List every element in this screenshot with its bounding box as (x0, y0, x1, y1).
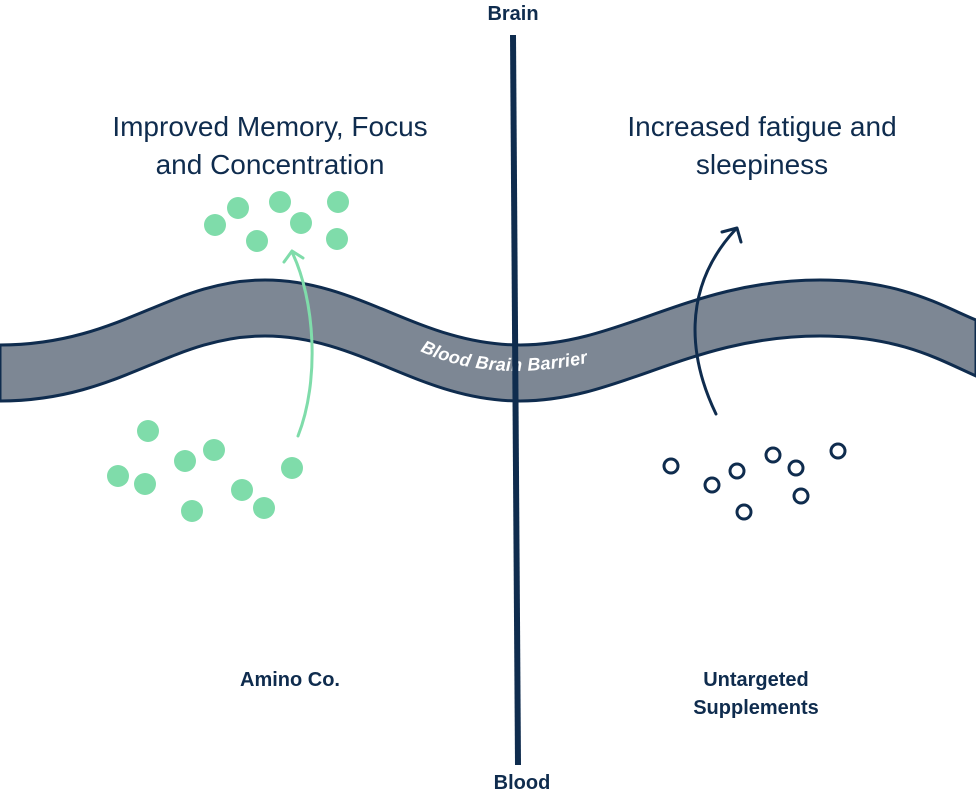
mint-arrow-shaft (290, 250, 314, 438)
benefit-heading-line1: Improved Memory, Focus (112, 111, 427, 142)
molecule-dot (107, 465, 129, 487)
blood-molecules-untargeted (662, 442, 847, 521)
untargeted-label-line1: Untargeted (703, 669, 809, 691)
molecule-dot (269, 191, 291, 213)
effect-heading-line2: sleepiness (696, 149, 828, 180)
molecule-ring (829, 442, 847, 460)
effect-heading-line1: Increased fatigue and (627, 111, 896, 142)
brain-label: Brain (487, 3, 538, 25)
molecule-dot (174, 450, 196, 472)
divider-line (510, 34, 521, 766)
molecule-dot (203, 439, 225, 461)
molecule-dot (253, 497, 275, 519)
crossed-molecules (204, 191, 349, 252)
molecule-dot (290, 212, 312, 234)
navy-arrow-head (720, 226, 743, 244)
untargeted-label-line2: Supplements (693, 697, 819, 719)
mint-arrow-head (282, 249, 305, 264)
mint-arrow (282, 249, 314, 438)
molecule-dot (326, 228, 348, 250)
molecule-ring (792, 487, 810, 505)
blood-label: Blood (494, 772, 551, 791)
molecule-dot (281, 457, 303, 479)
molecule-ring (764, 446, 782, 464)
molecule-dot (327, 191, 349, 213)
molecule-dot (134, 473, 156, 495)
molecule-ring (735, 503, 753, 521)
amino-product-label: Amino Co. (240, 669, 340, 691)
benefit-heading-line2: and Concentration (156, 149, 385, 180)
molecule-dot (181, 500, 203, 522)
molecule-ring (787, 459, 805, 477)
navy-arrow (693, 226, 743, 416)
molecule-ring (662, 457, 680, 475)
molecule-dot (246, 230, 268, 252)
barrier-band (0, 278, 976, 403)
molecule-dot (231, 479, 253, 501)
navy-arrow-shaft (693, 228, 737, 416)
molecule-dot (137, 420, 159, 442)
blood-molecules-amino (107, 420, 303, 522)
molecule-ring (703, 476, 721, 494)
molecule-ring (728, 462, 746, 480)
molecule-dot (227, 197, 249, 219)
molecule-dot (204, 214, 226, 236)
